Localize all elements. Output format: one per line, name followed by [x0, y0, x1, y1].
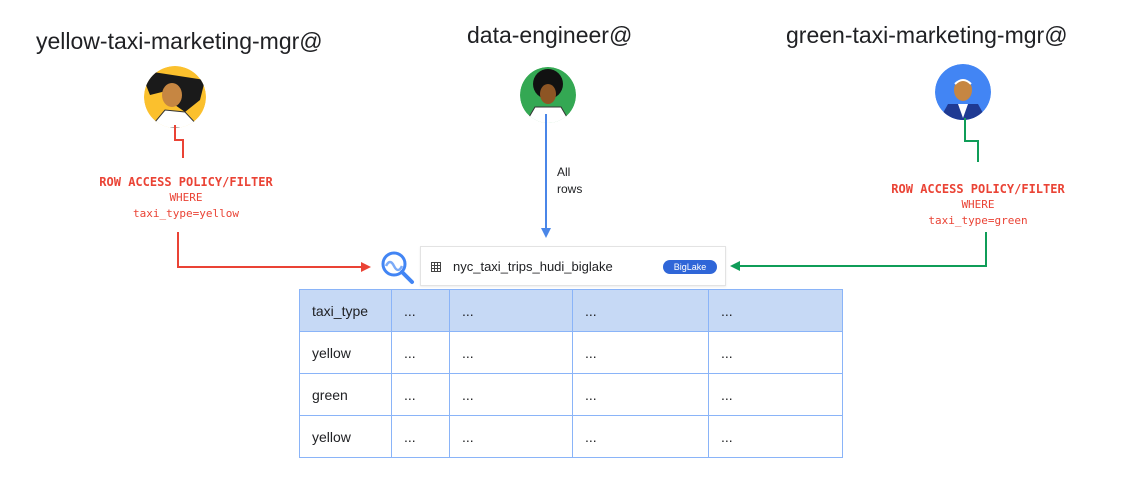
yellow-policy-condition: taxi_type=yellow	[133, 207, 239, 220]
biglake-badge: BigLake	[663, 260, 717, 274]
all-rows-line1: All	[557, 165, 571, 179]
green-policy-condition: taxi_type=green	[928, 214, 1028, 227]
yellow-policy-where: WHERE	[169, 191, 203, 204]
table-cell: yellow	[299, 331, 392, 374]
table-cell: ...	[708, 373, 843, 416]
table-cell: ...	[449, 331, 573, 374]
table-cell: ...	[572, 331, 709, 374]
table-row: yellow ... ... ... ...	[299, 331, 843, 374]
table-cell: yellow	[299, 415, 392, 458]
table-grid-icon	[431, 262, 441, 272]
table-cell: ...	[708, 415, 843, 458]
yellow-policy: ROW ACCESS POLICY/FILTER WHERE taxi_type…	[86, 174, 286, 222]
table-row: green ... ... ... ...	[299, 373, 843, 416]
table-header-card[interactable]: nyc_taxi_trips_hudi_biglake BigLake	[420, 246, 726, 286]
taxi-data-table: taxi_type ... ... ... ... yellow ... ...…	[299, 289, 843, 458]
table-cell: ...	[572, 415, 709, 458]
column-header: ...	[572, 289, 709, 332]
bigquery-search-icon	[381, 251, 414, 284]
table-cell: ...	[391, 373, 450, 416]
green-policy-where: WHERE	[961, 198, 995, 211]
yellow-policy-title: ROW ACCESS POLICY/FILTER	[99, 175, 273, 189]
green-policy: ROW ACCESS POLICY/FILTER WHERE taxi_type…	[878, 181, 1078, 229]
table-name: nyc_taxi_trips_hudi_biglake	[453, 259, 613, 274]
table-cell: ...	[449, 373, 573, 416]
yellow-manager-avatar	[144, 66, 206, 128]
table-header-row: taxi_type ... ... ... ...	[299, 289, 843, 332]
all-rows-line2: rows	[557, 182, 583, 196]
table-cell: ...	[391, 331, 450, 374]
column-header: ...	[391, 289, 450, 332]
green-policy-title: ROW ACCESS POLICY/FILTER	[891, 182, 1065, 196]
yellow-manager-name: yellow-taxi-marketing-mgr@	[36, 28, 323, 54]
column-header: taxi_type	[299, 289, 392, 332]
table-cell: ...	[391, 415, 450, 458]
table-row: yellow ... ... ... ...	[299, 415, 843, 458]
green-manager-avatar	[935, 64, 991, 120]
table-cell: ...	[708, 331, 843, 374]
data-engineer-avatar	[520, 67, 576, 123]
all-rows-label: All rows	[557, 164, 582, 198]
table-cell: ...	[449, 415, 573, 458]
table-cell: green	[299, 373, 392, 416]
column-header: ...	[449, 289, 573, 332]
column-header: ...	[708, 289, 843, 332]
data-engineer-name: data-engineer@	[467, 22, 633, 48]
table-cell: ...	[572, 373, 709, 416]
green-manager-name: green-taxi-marketing-mgr@	[786, 22, 1068, 48]
